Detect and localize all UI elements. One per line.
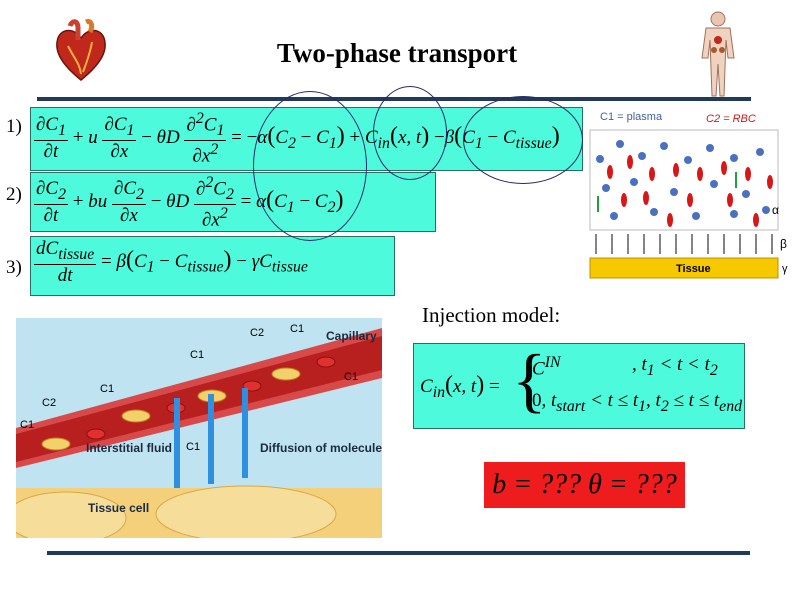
c2-rbc-label: C2 = RBC [706,113,756,125]
two-phase-schematic: C1 = plasma C2 = RBC α β Tissue γ [584,104,792,282]
alpha-label: α [772,203,779,217]
equation-3-number: 3) [6,257,22,279]
gamma-label: γ [782,263,788,275]
equation-1-number: 1) [6,116,22,138]
highlight-circle-beta [463,96,583,184]
bottom-rule [47,551,750,555]
c1-label: C1 [20,419,34,431]
human-body-icon [694,10,742,98]
beta-label: β [780,237,787,251]
c1-label: C1 [100,383,114,395]
highlight-circle-cin [373,86,447,180]
diffusion-label: Diffusion of molecules [260,441,382,455]
capillary-illustration: Capillary Interstitial fluid Diffusion o… [16,318,382,538]
tissue-label: Tissue [676,263,711,275]
c1-plasma-label: C1 = plasma [600,111,663,123]
interstitial-label: Interstitial fluid [86,441,172,455]
slide-title: Two-phase transport [0,38,794,69]
c2-label: C2 [42,397,56,409]
wall-arrows [596,234,772,254]
injection-model-label: Injection model: [422,303,560,328]
c1-label: C1 [290,323,304,335]
c1-label: C1 [186,441,200,453]
unknown-parameters: b = ??? θ = ??? [484,462,685,508]
c1-label: C1 [190,349,204,361]
highlight-circle-alpha [253,91,367,241]
equation-2-number: 2) [6,184,22,206]
tissue-cell-label: Tissue cell [88,501,149,515]
c1-label: C1 [344,371,358,383]
c2-label: C2 [250,327,264,339]
capillary-label: Capillary [326,329,377,343]
